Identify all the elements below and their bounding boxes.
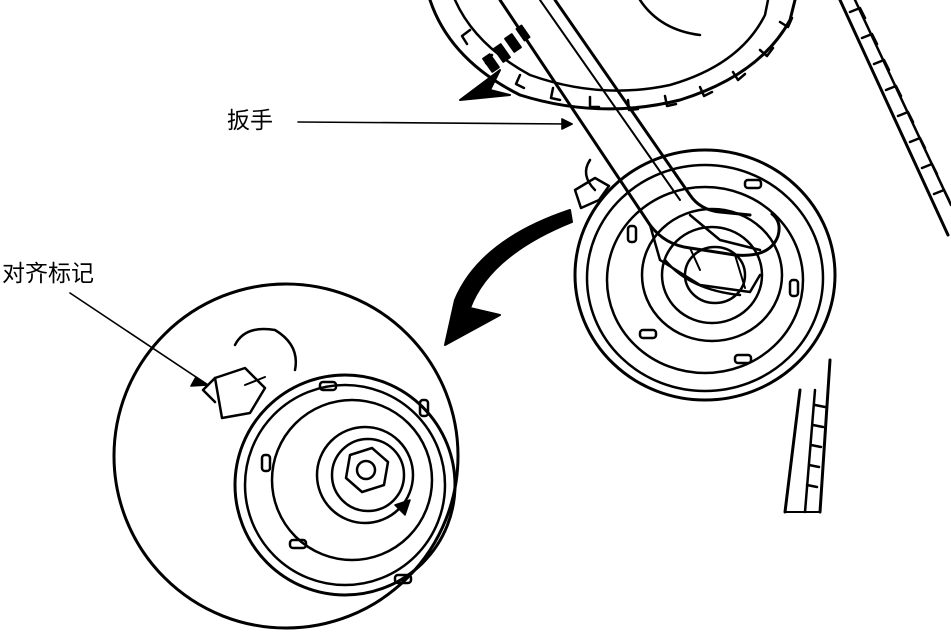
dashed-arrow-icon bbox=[459, 24, 531, 101]
curved-arrow-icon bbox=[444, 209, 573, 346]
leader-lines bbox=[69, 118, 573, 387]
wrench-label: 扳手 bbox=[227, 108, 273, 134]
timing-belt bbox=[783, 0, 951, 514]
magnified-detail bbox=[112, 282, 460, 630]
wrench bbox=[498, 0, 781, 297]
alignment-mark-label: 对齐标记 bbox=[2, 261, 94, 287]
camshaft-gear bbox=[428, 0, 797, 112]
tensioner-pulley bbox=[573, 148, 837, 402]
